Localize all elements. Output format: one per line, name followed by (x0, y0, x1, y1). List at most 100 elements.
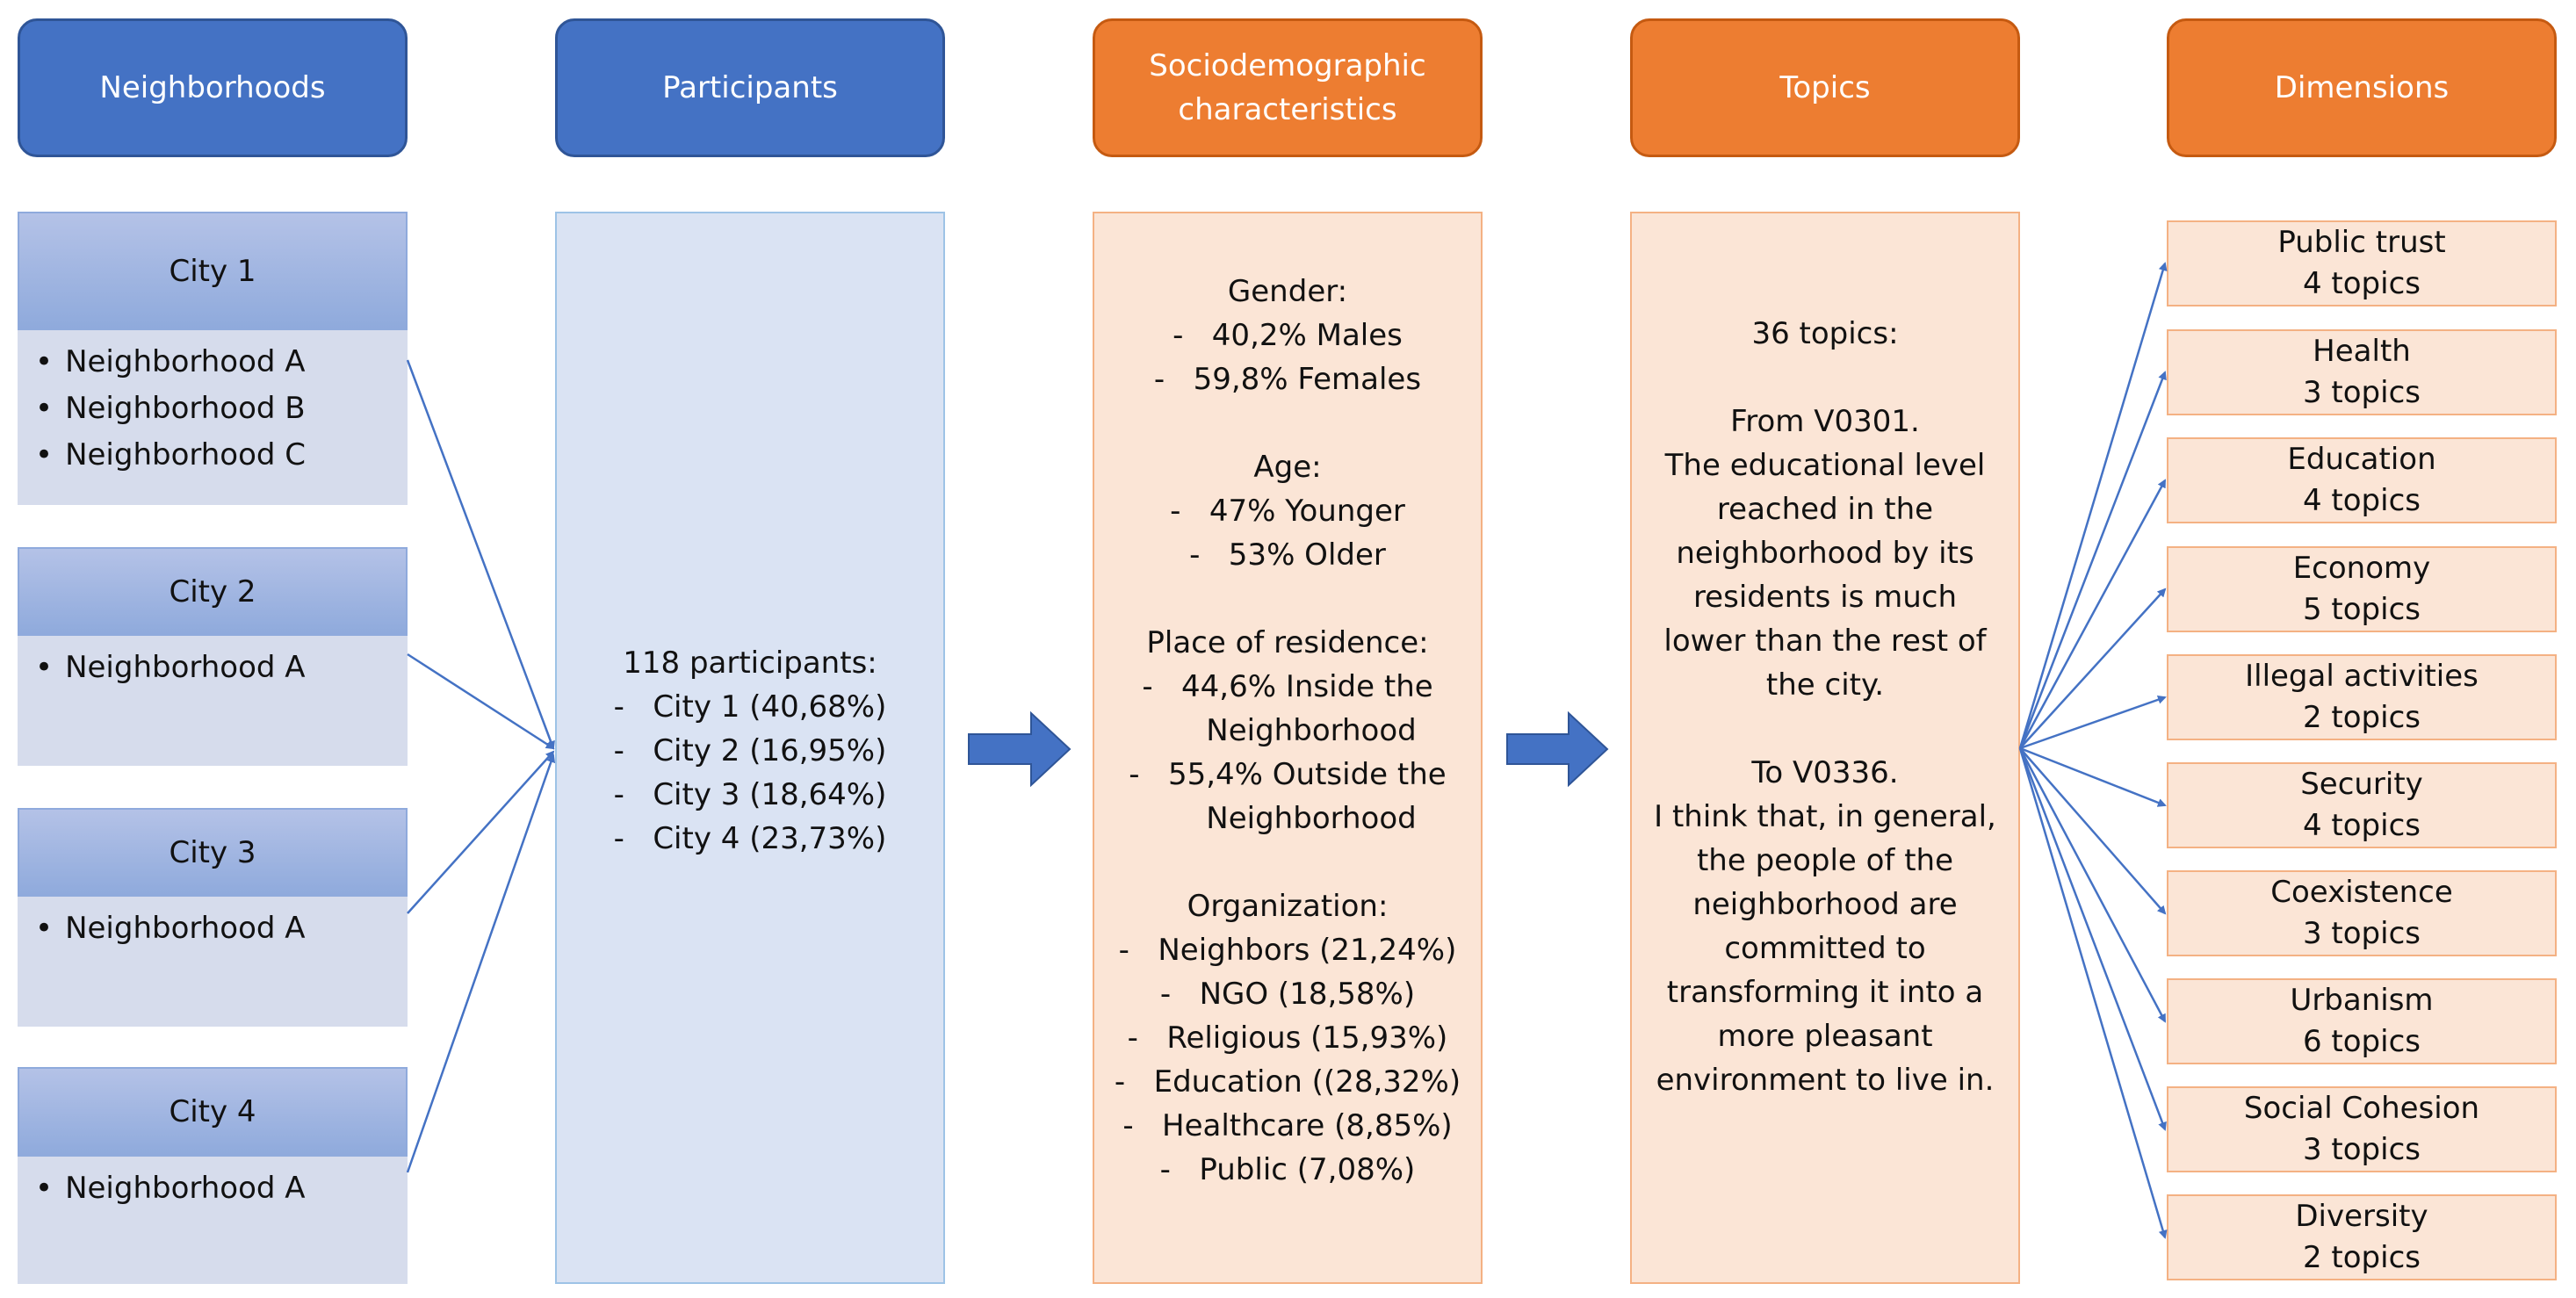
sociodemographic-panel: Gender: - 40,2% Males - 59,8% Females Ag… (1093, 212, 1483, 1284)
dimension-name: Economy (2292, 551, 2431, 586)
topics-line: environment to live in. (1656, 1063, 1995, 1098)
connector-topics-to-diversity (2018, 747, 2168, 1239)
participants-line: - City 2 (16,95%) (613, 732, 887, 768)
topics-line: From V0301. (1730, 404, 1920, 439)
socio-line: Neighborhood (1158, 713, 1417, 748)
connector-topics-to-health (2018, 371, 2167, 749)
socio-line: Gender: (1227, 274, 1348, 309)
connector-topics-to-security (2019, 746, 2167, 807)
city-box-4: City 4 Neighborhood A (18, 1067, 408, 1284)
dimension-box-economy: Economy 5 topics (2167, 546, 2557, 632)
dimension-name: Social Cohesion (2243, 1091, 2480, 1126)
dimension-name: Urbanism (2290, 983, 2434, 1018)
connector-topics-to-education (2018, 479, 2167, 749)
connector-topics-to-economy (2019, 588, 2167, 749)
connector-city3-to-participants (407, 750, 555, 914)
dimension-name: Illegal activities (2245, 659, 2479, 694)
topics-line: the city. (1765, 667, 1885, 703)
city-box-2: City 2 Neighborhood A (18, 547, 408, 766)
socio-line: Neighborhood (1158, 801, 1417, 836)
dimension-count: 4 topics (2302, 808, 2421, 843)
dimension-count: 3 topics (2302, 1132, 2421, 1167)
topics-line: transforming it into a (1666, 975, 1984, 1010)
topics-line: more pleasant (1717, 1019, 1933, 1054)
socio-line: - 47% Younger (1170, 494, 1405, 529)
participants-line: - City 1 (40,68%) (613, 689, 887, 725)
topics-line: I think that, in general, (1654, 799, 1996, 834)
city-title: City 4 (18, 1067, 408, 1157)
header-neighborhoods: Neighborhoods (18, 18, 408, 157)
city-box-3: City 3 Neighborhood A (18, 808, 408, 1027)
dimension-name: Public trust (2277, 225, 2446, 260)
dimension-box-urbanism: Urbanism 6 topics (2167, 978, 2557, 1064)
topics-line: neighborhood are (1692, 887, 1958, 922)
block-arrow-right-icon (968, 710, 1072, 788)
dimension-count: 2 topics (2302, 1240, 2421, 1275)
list-item: Neighborhood A (35, 905, 408, 952)
header-sociodemographic: Sociodemographic characteristics (1093, 18, 1483, 157)
header-sociodemographic-line2: characteristics (1178, 92, 1397, 127)
list-item: Neighborhood A (35, 339, 408, 386)
city-neighborhood-list: Neighborhood A (18, 897, 408, 1027)
header-neighborhoods-label: Neighborhoods (99, 70, 326, 105)
topics-line: To V0336. (1751, 755, 1899, 790)
socio-line: - 40,2% Males (1173, 318, 1403, 353)
header-topics: Topics (1630, 18, 2020, 157)
socio-line: - Public (7,08%) (1159, 1152, 1416, 1187)
dimension-count: 2 topics (2302, 700, 2421, 735)
participants-line: - City 3 (18,64%) (613, 776, 887, 812)
topics-line: reached in the (1716, 492, 1934, 527)
city-title: City 3 (18, 808, 408, 897)
dimension-count: 6 topics (2302, 1024, 2421, 1059)
topics-line: the people of the (1696, 843, 1954, 878)
dimension-box-education: Education 4 topics (2167, 437, 2557, 523)
dimension-count: 4 topics (2302, 483, 2421, 518)
socio-line: - 44,6% Inside the (1142, 669, 1433, 704)
topics-line: committed to (1724, 931, 1926, 966)
dimension-name: Education (2287, 442, 2436, 477)
list-item: Neighborhood C (35, 432, 408, 479)
dimension-count: 3 topics (2302, 375, 2421, 410)
dimension-name: Coexistence (2270, 875, 2453, 910)
dimension-box-public-trust: Public trust 4 topics (2167, 220, 2557, 306)
socio-line: - Neighbors (21,24%) (1118, 933, 1457, 968)
dimension-name: Health (2313, 334, 2411, 369)
connector-topics-to-coexistence (2019, 747, 2167, 915)
participants-line: - City 4 (23,73%) (613, 820, 887, 856)
socio-line: - 55,4% Outside the (1129, 757, 1447, 792)
header-participants: Participants (555, 18, 945, 157)
city-neighborhood-list: Neighborhood A (18, 1157, 408, 1284)
participants-panel: 118 participants: - City 1 (40,68%) - Ci… (555, 212, 945, 1284)
dimension-box-social-cohesion: Social Cohesion 3 topics (2167, 1086, 2557, 1172)
socio-line: - 59,8% Females (1153, 362, 1422, 397)
city-title: City 2 (18, 547, 408, 636)
dimension-box-illegal-activities: Illegal activities 2 topics (2167, 654, 2557, 740)
topics-line: The educational level (1664, 448, 1986, 483)
connector-city2-to-participants (407, 653, 555, 750)
list-item: Neighborhood A (35, 1165, 408, 1212)
list-item: Neighborhood A (35, 645, 408, 691)
city-neighborhood-list: Neighborhood A (18, 636, 408, 766)
dimension-box-diversity: Diversity 2 topics (2167, 1194, 2557, 1280)
connector-topics-to-social-cohesion (2018, 747, 2167, 1131)
city-neighborhood-list: Neighborhood A Neighborhood B Neighborho… (18, 330, 408, 505)
block-arrow-right-icon (1506, 710, 1609, 788)
socio-line: - 53% Older (1189, 537, 1386, 573)
topics-panel: 36 topics: From V0301. The educational l… (1630, 212, 2020, 1284)
dimension-box-security: Security 4 topics (2167, 762, 2557, 848)
socio-line: Organization: (1187, 889, 1389, 924)
socio-line: - Education ((28,32%) (1114, 1064, 1461, 1100)
topics-line: lower than the rest of (1663, 624, 1987, 659)
dimension-box-health: Health 3 topics (2167, 329, 2557, 415)
header-dimensions-label: Dimensions (2274, 70, 2450, 105)
header-participants-label: Participants (662, 70, 838, 105)
topics-line: residents is much (1692, 580, 1958, 615)
connector-topics-to-urbanism (2018, 747, 2167, 1023)
connector-city4-to-participants (406, 754, 556, 1173)
participants-line: 118 participants: (623, 645, 877, 681)
dimension-box-coexistence: Coexistence 3 topics (2167, 870, 2557, 956)
socio-line: - NGO (18,58%) (1159, 977, 1416, 1012)
city-title: City 1 (18, 212, 408, 330)
header-dimensions: Dimensions (2167, 18, 2557, 157)
header-topics-label: Topics (1779, 70, 1871, 105)
